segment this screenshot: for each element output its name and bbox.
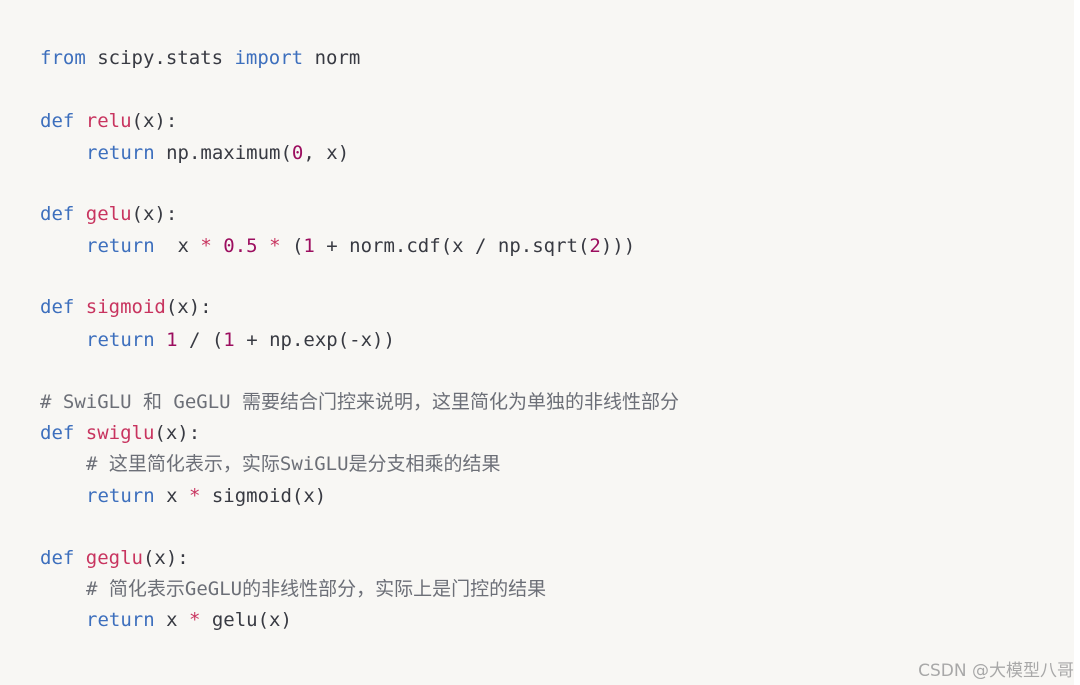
signature: (x): [131,203,178,225]
operator: * [188,485,201,507]
keyword: return [86,485,155,507]
module-name: scipy.stats [85,47,235,69]
code-line-return-swiglu: return x * sigmoid(x) [86,481,326,512]
keyword: return [86,329,155,351]
code-text: gelu(x) [200,609,292,631]
code-line-return-relu: return np.maximum(0, x) [86,138,349,169]
code-text: sigmoid(x) [200,485,327,507]
code-text: , x) [303,142,350,164]
code-line-import: from scipy.stats import norm [40,43,360,74]
number: 0 [291,142,304,164]
number: 2 [589,235,601,257]
signature: (x): [154,422,201,444]
code-comment: # 这里简化表示，实际SwiGLU是分支相乘的结果 [86,453,501,475]
keyword: def [40,203,75,225]
function-name: geglu [85,547,143,569]
code-line-return-gelu: return x * 0.5 * (1 + norm.cdf(x / np.sq… [86,231,635,262]
code-text: + np.exp(-x)) [234,329,395,351]
code-text: np.maximum( [154,142,292,164]
number: 1 [223,329,235,351]
code-line-return-geglu: return x * gelu(x) [86,605,292,636]
number: 1 [303,235,315,257]
code-line-return-sigmoid: return 1 / (1 + np.exp(-x)) [86,325,395,356]
function-name: sigmoid [85,296,166,318]
keyword: from [40,47,86,69]
import-name: norm [303,47,361,69]
code-line-def-geglu: def geglu(x): [40,543,189,574]
code-line-comment: # 简化表示GeGLU的非线性部分，实际上是门控的结果 [86,574,546,605]
keyword: def [40,422,75,444]
code-comment: # 简化表示GeGLU的非线性部分，实际上是门控的结果 [86,578,547,600]
keyword: import [234,47,304,69]
keyword: return [86,609,155,631]
code-line-def-swiglu: def swiglu(x): [40,418,200,449]
code-line-comment: # SwiGLU 和 GeGLU 需要结合门控来说明，这里简化为单独的非线性部分 [40,387,679,418]
code-line-def-gelu: def gelu(x): [40,199,177,230]
code-text: x [154,235,201,257]
signature: (x): [142,547,189,569]
operator: * [269,235,281,257]
code-line-def-relu: def relu(x): [40,106,177,137]
keyword: def [40,110,75,132]
keyword: def [40,547,75,569]
signature: (x): [165,296,212,318]
code-text: ))) [600,235,636,257]
code-line-comment: # 这里简化表示，实际SwiGLU是分支相乘的结果 [86,449,501,480]
code-text: / ( [177,329,224,351]
operator: * [188,609,201,631]
keyword: return [86,142,155,164]
number: 1 [154,329,178,351]
number: 0.5 [211,235,270,257]
keyword: def [40,296,75,318]
code-text: + norm.cdf(x / np.sqrt( [314,235,590,257]
code-text: x [154,485,189,507]
function-name: swiglu [85,422,155,444]
code-comment: # SwiGLU 和 GeGLU 需要结合门控来说明，这里简化为单独的非线性部分 [40,391,680,413]
code-line-def-sigmoid: def sigmoid(x): [40,292,212,323]
operator: * [200,235,212,257]
keyword: return [86,235,155,257]
signature: (x): [131,110,178,132]
function-name: gelu [85,203,132,225]
watermark: CSDN @大模型八哥 [918,661,1074,681]
code-text: ( [280,235,304,257]
function-name: relu [85,110,132,132]
code-text: x [154,609,189,631]
